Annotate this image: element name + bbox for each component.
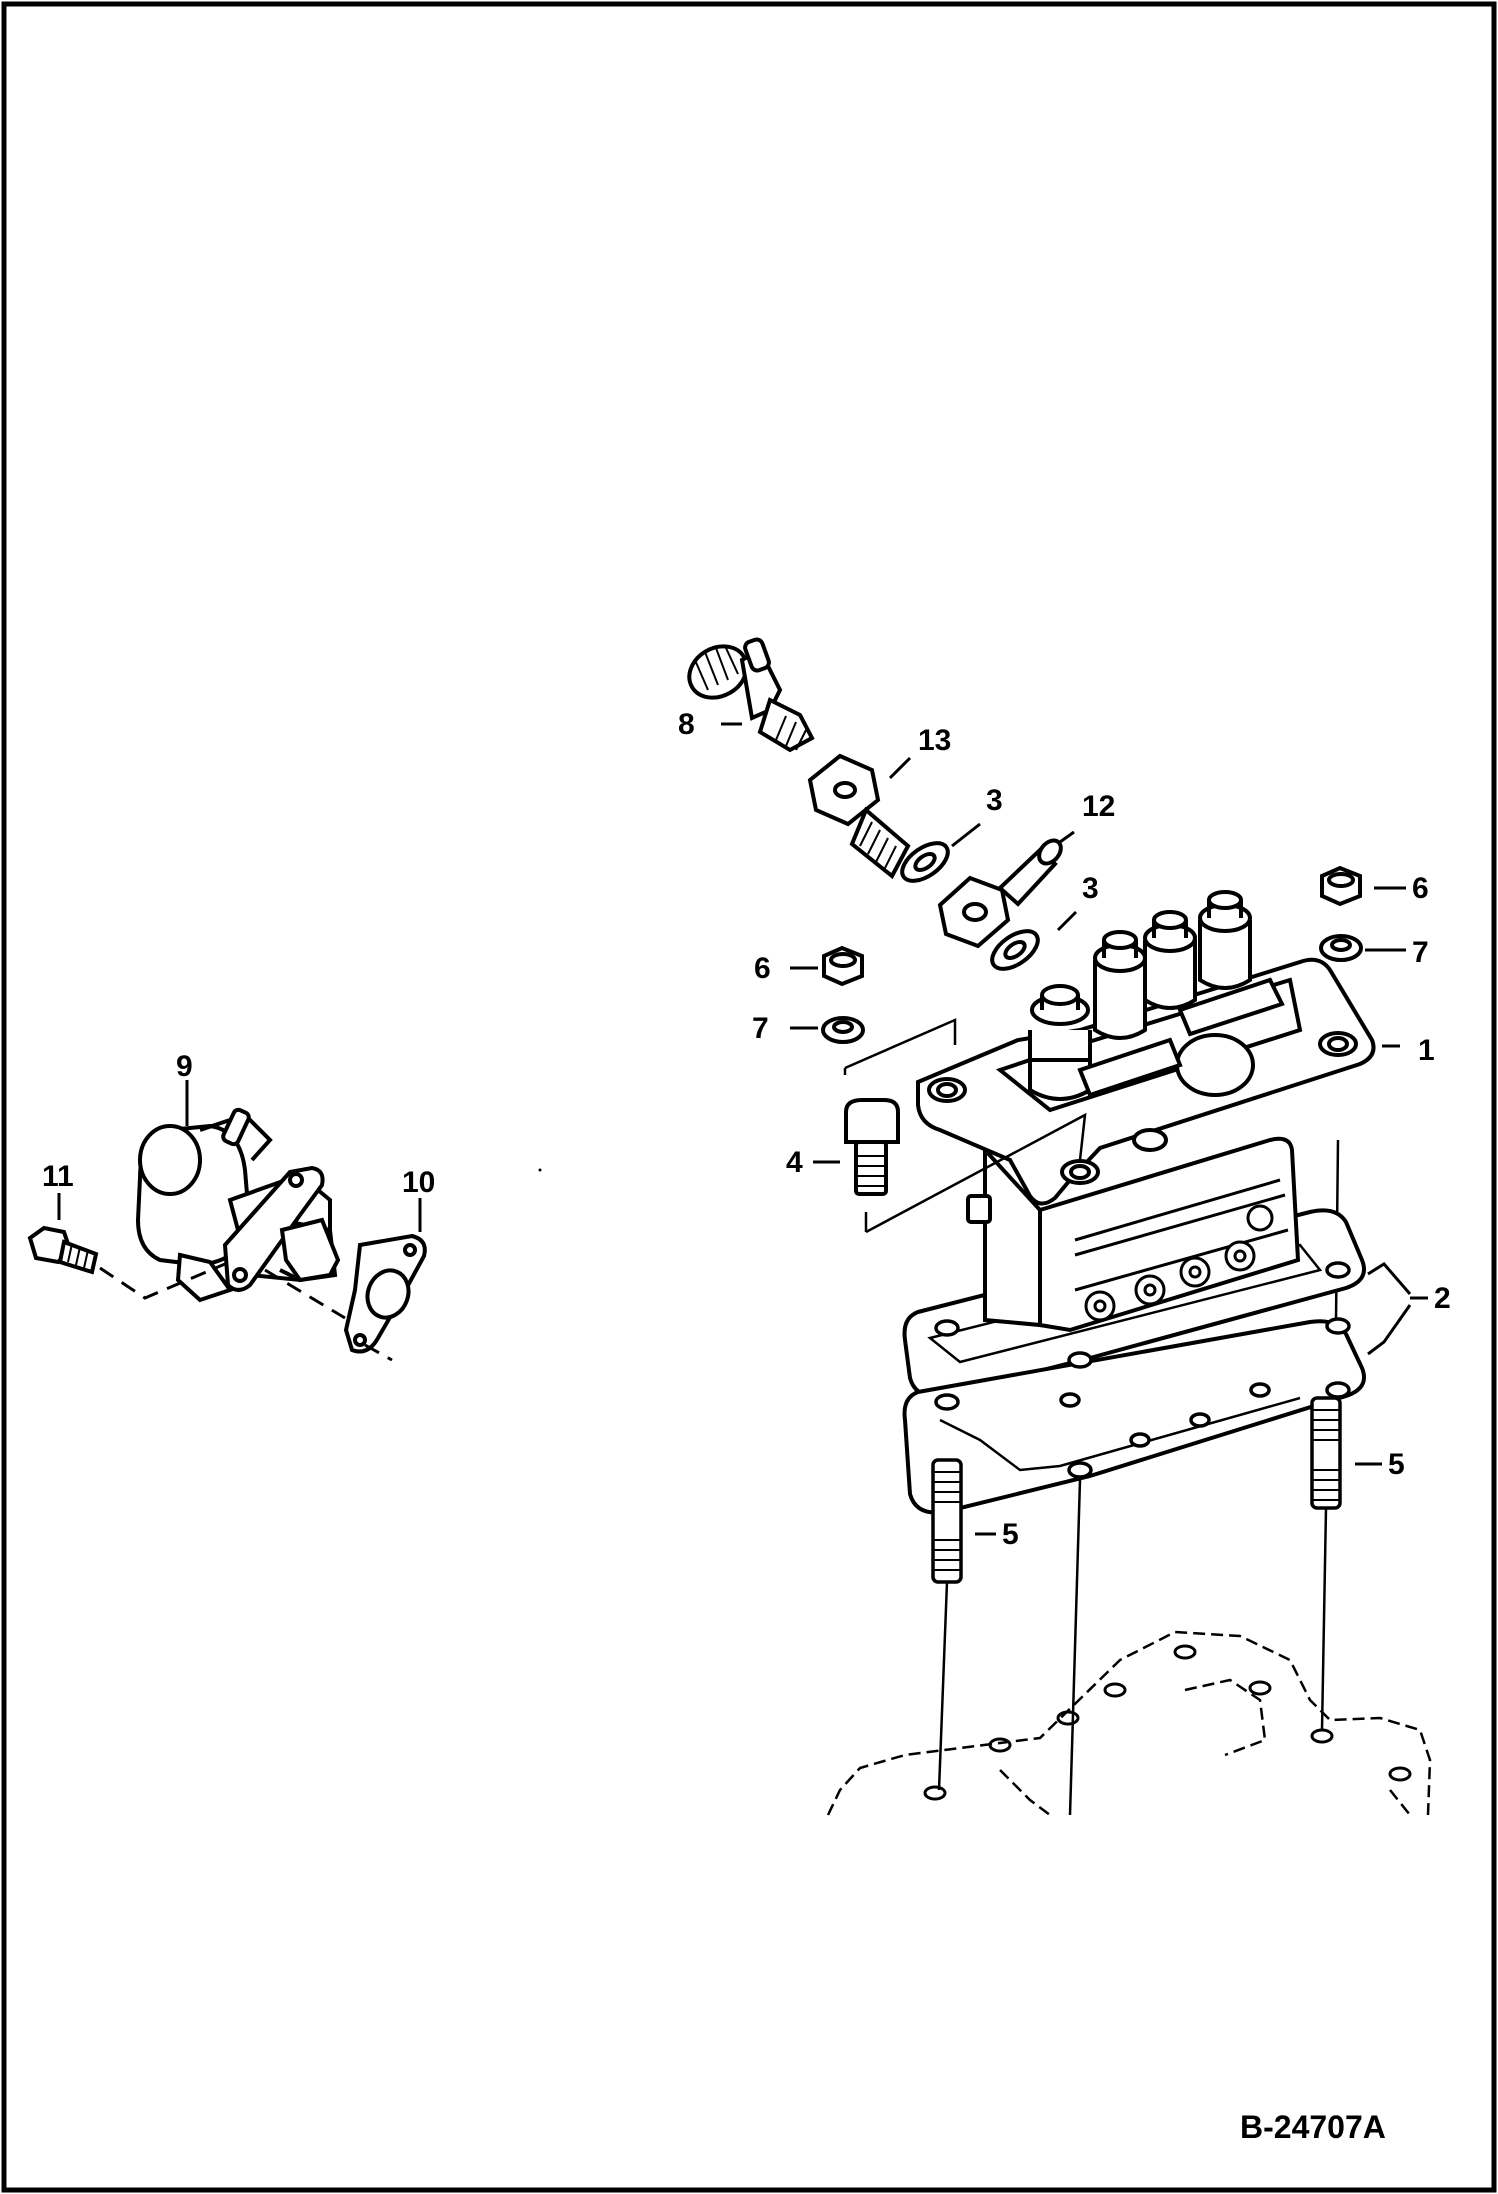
bolt-4 (844, 1098, 900, 1196)
shaft (279, 1217, 341, 1283)
engine-block-outline (826, 1630, 1432, 1816)
callout-6-right: 6 (1412, 872, 1429, 905)
callout-5-right: 5 (1388, 1448, 1405, 1481)
engine-block-holes (923, 1644, 1412, 1801)
callout-5-left: 5 (1002, 1518, 1019, 1551)
callout-3-lower: 3 (1082, 872, 1099, 905)
callout-6-left: 6 (754, 952, 771, 985)
bolt4-leader-bracket (843, 1018, 1087, 1234)
bolt-11 (27, 1225, 99, 1275)
gasket-10 (343, 1233, 427, 1354)
nut-6-left (822, 945, 864, 987)
stud-bolt-left (931, 1458, 963, 1584)
figure-reference-code: B-24707A (1240, 2109, 1386, 2145)
callout-11: 11 (42, 1160, 74, 1193)
callout-labels: 1 2 3 3 4 5 5 6 6 7 7 8 9 10 11 12 13 (42, 708, 1451, 1551)
stray-dot (538, 1168, 542, 1172)
callout-2: 2 (1434, 1282, 1451, 1315)
washer-3-lower (990, 929, 1040, 971)
callout-4: 4 (786, 1146, 803, 1179)
callout-13: 13 (918, 724, 951, 757)
leader-lines (57, 722, 1428, 1536)
callout-1: 1 (1418, 1034, 1435, 1067)
gasket-holes (934, 1261, 1351, 1479)
nut-6-right (1320, 865, 1362, 907)
solenoid-dashed-assembly-lines (99, 1262, 393, 1362)
callout-8: 8 (678, 708, 695, 741)
banjo-bolt-13 (807, 753, 911, 880)
callout-3-upper: 3 (986, 784, 1003, 817)
washer-7-left (821, 1016, 865, 1044)
callout-7-right: 7 (1412, 936, 1429, 969)
bleeder-screw-8 (687, 637, 815, 753)
callout-7-left: 7 (752, 1012, 769, 1045)
callout-10: 10 (402, 1166, 435, 1199)
washer-7-right (1319, 934, 1363, 962)
solenoid-flange (222, 1165, 325, 1292)
callout-12: 12 (1082, 790, 1115, 823)
fitting-12 (937, 838, 1063, 949)
delivery-valve-holders (1028, 890, 1285, 1101)
washer-3-upper (900, 841, 950, 883)
stud-bolt-right (1310, 1396, 1342, 1510)
callout-9: 9 (176, 1050, 193, 1083)
